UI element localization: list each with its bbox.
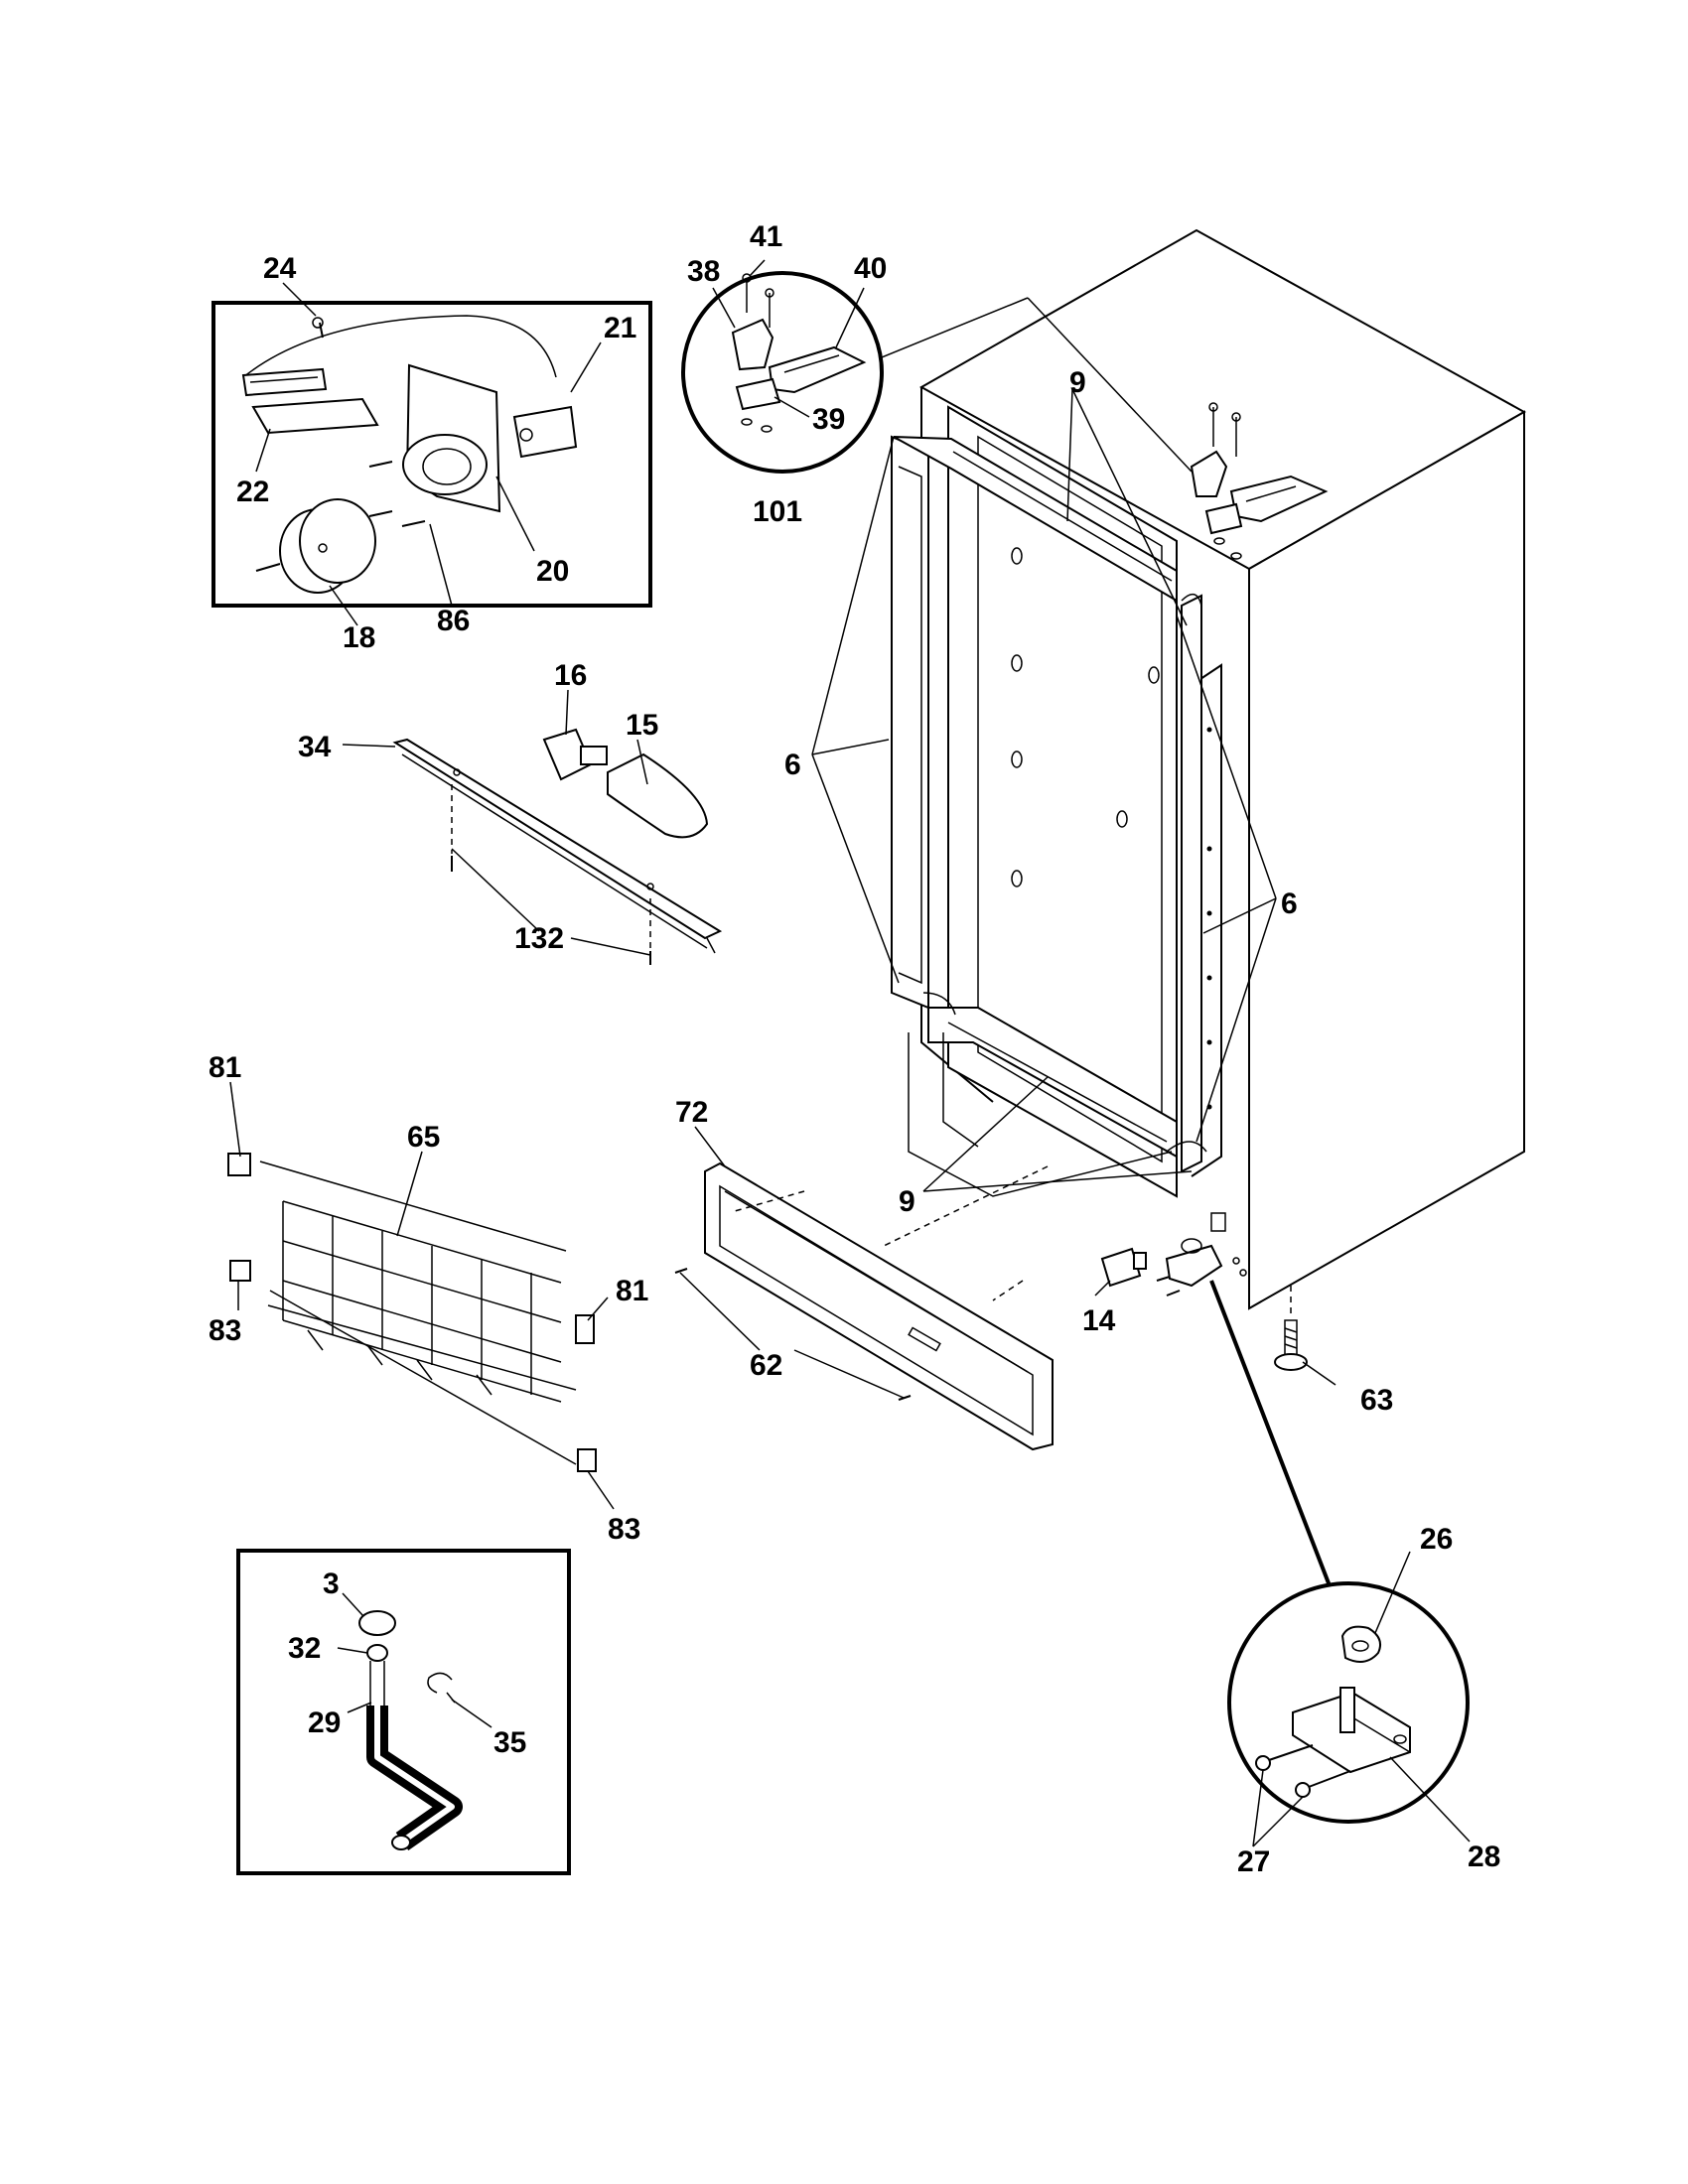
callout-6-right: 6 xyxy=(1281,887,1298,920)
bottom-hinge-installed xyxy=(1156,1238,1333,1589)
callout-labels: 24 21 22 20 18 86 41 38 40 39 101 9 6 6 … xyxy=(209,220,1500,1878)
door-gasket xyxy=(891,435,1207,1197)
callout-62: 62 xyxy=(750,1349,782,1382)
callout-18: 18 xyxy=(343,621,375,654)
top-hinge-installed xyxy=(1190,402,1329,560)
cabinet xyxy=(918,228,1527,1310)
leveling-leg xyxy=(1274,1286,1308,1371)
callout-86: 86 xyxy=(437,605,470,637)
callout-83-left: 83 xyxy=(209,1314,241,1347)
callout-6-left: 6 xyxy=(784,749,801,781)
callout-32: 32 xyxy=(288,1632,321,1665)
leader-lines xyxy=(229,259,1471,1847)
callout-72: 72 xyxy=(675,1096,708,1129)
light-bulb xyxy=(607,752,709,839)
drain-assembly xyxy=(358,1610,463,1851)
callout-14: 14 xyxy=(1082,1304,1116,1337)
callout-34: 34 xyxy=(298,731,332,763)
callout-27: 27 xyxy=(1237,1845,1270,1878)
callout-9-top: 9 xyxy=(1069,366,1086,399)
callout-38: 38 xyxy=(687,255,720,288)
kick-plate xyxy=(674,1161,1054,1451)
door-switch xyxy=(1100,1247,1147,1288)
callout-83-right: 83 xyxy=(608,1513,640,1546)
grille-clips xyxy=(227,1153,597,1472)
callout-3: 3 xyxy=(323,1568,340,1600)
callout-26: 26 xyxy=(1420,1523,1453,1556)
drain-assembly-box xyxy=(236,1549,571,1875)
wire-grille xyxy=(259,1160,577,1465)
callout-41: 41 xyxy=(750,220,782,253)
light-assembly-box xyxy=(211,301,652,608)
callout-81-left: 81 xyxy=(209,1051,241,1084)
callout-16: 16 xyxy=(554,659,587,692)
callout-40: 40 xyxy=(854,252,887,285)
callout-15: 15 xyxy=(626,709,658,742)
callout-132: 132 xyxy=(514,922,564,955)
callout-20: 20 xyxy=(536,555,569,588)
callout-29: 29 xyxy=(308,1706,341,1739)
callout-21: 21 xyxy=(604,312,636,344)
hinge-detail xyxy=(731,273,1193,473)
bottom-hinge-detail xyxy=(1255,1625,1411,1798)
callout-65: 65 xyxy=(407,1121,440,1154)
callout-63: 63 xyxy=(1360,1384,1393,1417)
callout-22: 22 xyxy=(236,476,269,508)
callout-28: 28 xyxy=(1468,1841,1500,1873)
callout-9-bottom: 9 xyxy=(899,1185,915,1218)
callout-35: 35 xyxy=(493,1726,526,1759)
callout-101: 101 xyxy=(753,495,802,528)
light-shield xyxy=(392,738,723,965)
callout-39: 39 xyxy=(812,403,845,436)
callout-81-right: 81 xyxy=(616,1275,648,1307)
light-socket xyxy=(542,728,608,781)
light-assembly xyxy=(241,315,578,594)
callout-24: 24 xyxy=(263,252,297,285)
